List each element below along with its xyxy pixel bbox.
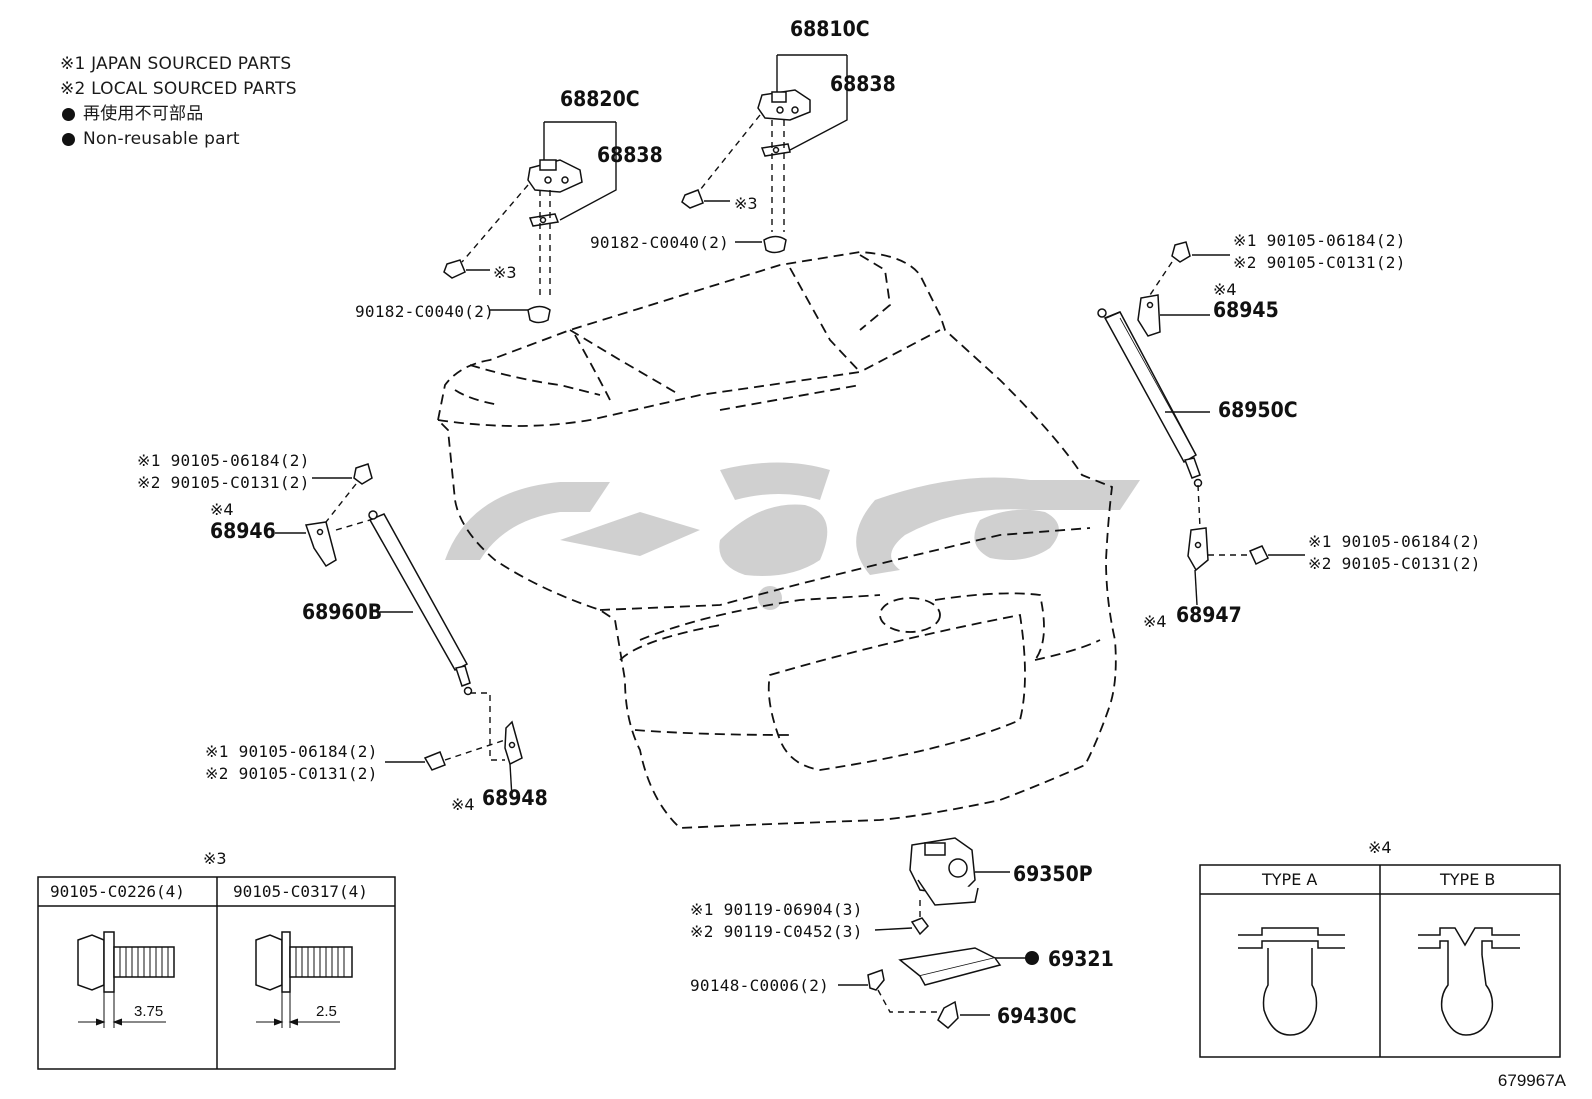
- label-note4-bracket-tr: ※4: [1213, 280, 1237, 299]
- legend-non-reusable-en: Non-reusable part: [60, 127, 297, 152]
- stay-left-icon: [304, 463, 523, 771]
- label-bracket-mr: 68947: [1176, 603, 1242, 627]
- table4-col1-header: TYPE A: [1262, 870, 1318, 889]
- clip-type-a-drawing: [1238, 927, 1345, 1036]
- stay-left-leaders: [275, 477, 513, 799]
- label-screw-90148: 90148-C0006(2): [690, 976, 830, 995]
- label-cap-nut-left: 90182-C0040(2): [355, 302, 495, 321]
- clip-type-b-drawing: [1418, 927, 1520, 1036]
- watermark-logo: [445, 462, 1140, 610]
- table3-dim1: 3.75: [134, 1003, 164, 1020]
- table4-title: ※4: [1368, 838, 1392, 857]
- label-bolt-tl-2: ※2 90105-C0131(2): [137, 473, 310, 492]
- label-note3-right: ※3: [734, 194, 758, 213]
- table-note4: [1199, 864, 1561, 1058]
- bolt-drawing-c0226: [77, 931, 175, 1028]
- hinge-left-leaders: [461, 121, 617, 311]
- label-lock-screw-1: ※1 90119-06904(3): [690, 900, 863, 919]
- stay-right-leaders: [1147, 254, 1305, 606]
- bolt-drawing-c0317: [255, 931, 353, 1028]
- stay-right-icon: [1097, 241, 1270, 572]
- label-bolt-tr-2: ※2 90105-C0131(2): [1233, 253, 1406, 272]
- label-bracket-tr: 68945: [1213, 298, 1279, 322]
- label-stay-right: 68950C: [1218, 398, 1298, 422]
- bullet-dot-icon: [62, 108, 75, 121]
- table3-col1-header: 90105-C0226(4): [50, 882, 185, 901]
- label-bracket-bl: 68948: [482, 786, 548, 810]
- liftgate-outline: [437, 251, 1117, 829]
- table3-title: ※3: [203, 849, 227, 868]
- legend: ※1 JAPAN SOURCED PARTS ※2 LOCAL SOURCED …: [60, 52, 297, 152]
- legend-japan-sourced: ※1 JAPAN SOURCED PARTS: [60, 54, 292, 74]
- label-lock-screw-2: ※2 90119-C0452(3): [690, 922, 863, 941]
- table-note3: [37, 876, 396, 1070]
- diagram-code: 679967A: [1497, 1071, 1566, 1090]
- label-bolt-bl-2: ※2 90105-C0131(2): [205, 764, 378, 783]
- label-bolt-bl-1: ※1 90105-06184(2): [205, 742, 378, 761]
- label-bracket-tl: 68946: [210, 519, 276, 543]
- non-reusable-dot: [1025, 951, 1039, 965]
- table4-col2-header: TYPE B: [1440, 870, 1496, 889]
- bullet-dot-icon: [62, 133, 75, 146]
- legend-non-reusable-jp: 再使用不可部品: [60, 102, 297, 127]
- hinge-right-leaders: [699, 54, 848, 243]
- label-bolt-mr-1: ※1 90105-06184(2): [1308, 532, 1481, 551]
- lock-assembly-icon: [867, 837, 1002, 1030]
- table3-col2-header: 90105-C0317(4): [233, 882, 368, 901]
- label-note4-bracket-tl: ※4: [210, 500, 234, 519]
- label-hinge-pad-left: 68838: [597, 143, 663, 167]
- label-bolt-mr-2: ※2 90105-C0131(2): [1308, 554, 1481, 573]
- lock-assembly-leaders: [838, 871, 1030, 1016]
- label-hinge-pad-right: 68838: [830, 72, 896, 96]
- label-stay-left: 68960B: [302, 600, 383, 624]
- legend-local-sourced: ※2 LOCAL SOURCED PARTS: [60, 79, 297, 99]
- table3-dim2: 2.5: [316, 1003, 337, 1020]
- label-note4-bracket-mr: ※4: [1143, 612, 1167, 631]
- label-note4-bracket-bl: ※4: [451, 795, 475, 814]
- label-cap-nut-right: 90182-C0040(2): [590, 233, 730, 252]
- label-lock-cover: 69321: [1048, 947, 1114, 971]
- label-hinge-left: 68820C: [560, 87, 640, 111]
- label-bolt-tl-1: ※1 90105-06184(2): [137, 451, 310, 470]
- hinge-left-icon: [443, 159, 583, 324]
- label-bolt-tr-1: ※1 90105-06184(2): [1233, 231, 1406, 250]
- label-striker: 69430C: [997, 1004, 1077, 1028]
- label-hinge-right: 68810C: [790, 17, 870, 41]
- hinge-right-icon: [681, 89, 811, 254]
- label-lock-assembly: 69350P: [1013, 862, 1093, 886]
- label-note3-left: ※3: [493, 263, 517, 282]
